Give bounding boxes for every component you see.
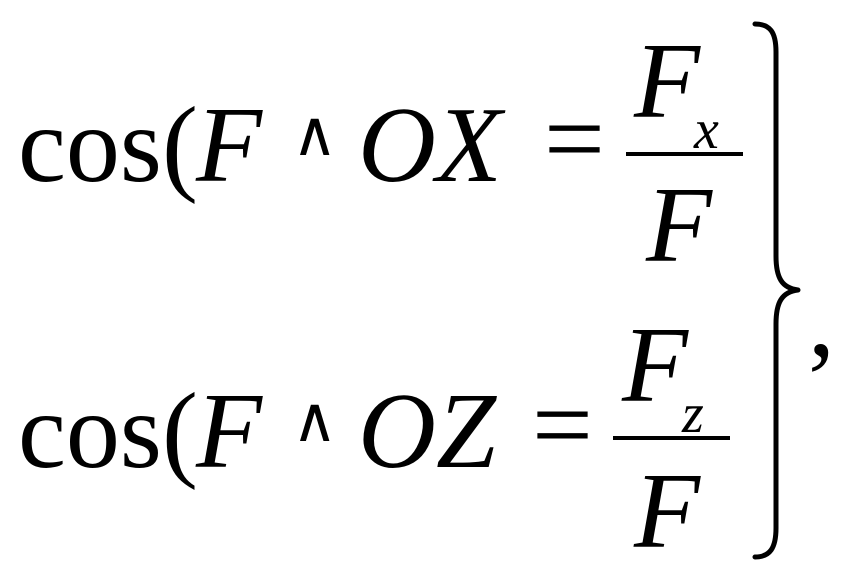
numerator-subscript: z [682, 383, 704, 445]
force-symbol: F [196, 372, 262, 491]
wedge-symbol: ∧ [292, 101, 338, 169]
wedge-symbol: ∧ [292, 387, 338, 455]
denominator-force: F [646, 166, 712, 285]
numerator-subscript: x [694, 99, 719, 161]
trailing-comma: , [808, 260, 835, 379]
equals-sign: = [532, 366, 593, 485]
equals-sign: = [544, 80, 605, 199]
fraction-bar [626, 152, 743, 156]
numerator-force: F [634, 22, 700, 141]
force-symbol: F [196, 86, 262, 205]
axis-label: OX [358, 86, 502, 205]
fraction-bar [613, 436, 730, 440]
denominator-force: F [634, 452, 700, 571]
cos-function: cos( [18, 86, 198, 205]
numerator-force: F [622, 306, 688, 425]
axis-label: OZ [358, 372, 497, 491]
right-brace-icon [752, 21, 801, 560]
cos-function: cos( [18, 372, 198, 491]
